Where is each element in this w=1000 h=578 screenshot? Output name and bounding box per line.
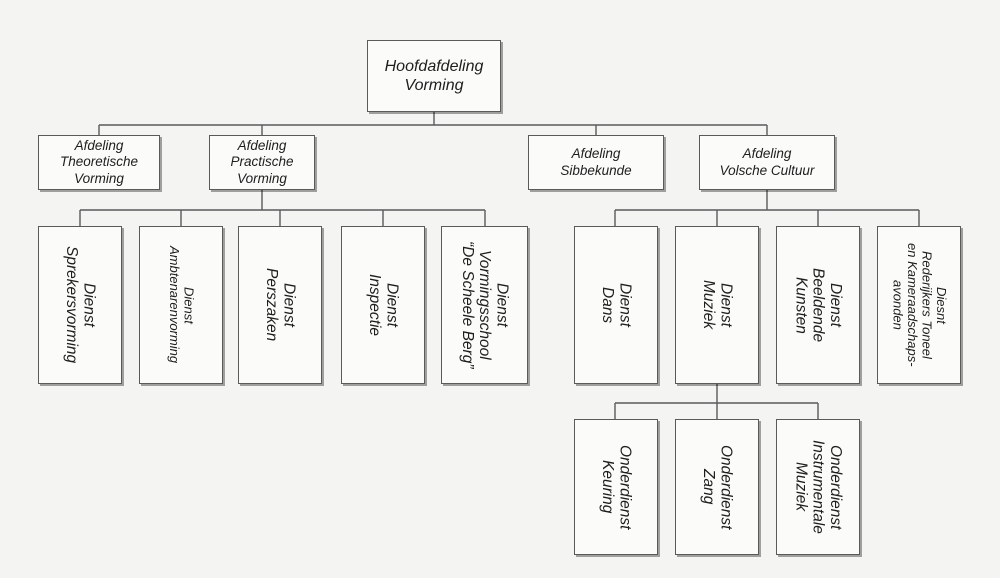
- box-hoofdafdeling-vorming: Hoofdafdeling Vorming: [367, 40, 501, 112]
- service-vormingsschool-line-2: Vormingsschool: [476, 250, 494, 360]
- service-vormingsschool-line-1: Dienst: [493, 283, 511, 327]
- service-rederijkers-line-2: Rederijkers Toneel: [919, 251, 935, 359]
- box-onderdienst-keuring: Onderdienst Keuring: [574, 419, 658, 555]
- box-dienst-inspectie: Dienst Inspectie: [341, 226, 425, 384]
- subservice-instrumentale-line-2: Instrumentale: [809, 440, 827, 534]
- box-onderdienst-instrumentale-muziek: Onderdienst Instrumentale Muziek: [776, 419, 860, 555]
- service-sprekersvorming-line-2: Sprekersvorming: [63, 246, 80, 364]
- dept-sibbekunde-line-1: Afdeling: [571, 146, 621, 162]
- dept-volsche-line-1: Afdeling: [742, 146, 792, 162]
- dept-practische-line-1: Afdeling: [237, 138, 287, 154]
- service-ambtenarenvorming-line-2: Ambtenarenvorming: [167, 246, 182, 364]
- box-dienst-beeldende-kunsten: Dienst Beeldende Kunsten: [776, 226, 860, 384]
- box-dienst-rederijkers-toneel: Diesnt Rederijkers Toneel en Kameraadsch…: [877, 226, 961, 384]
- service-perszaken-line-2: Perszaken: [263, 268, 280, 342]
- service-muziek-line-2: Muziek: [700, 280, 717, 330]
- root-label-line-2: Vorming: [404, 77, 464, 94]
- service-rederijkers-line-3: en Kameraadschaps-: [905, 243, 920, 367]
- service-dans-line-2: Dans: [599, 286, 616, 324]
- box-dienst-vormingsschool: Dienst Vormingsschool “De Scheele Berg”: [441, 226, 528, 384]
- root-label-line-1: Hoofdafdeling: [384, 57, 484, 75]
- service-inspectie-line-2: Inspectie: [366, 273, 383, 337]
- box-dienst-dans: Dienst Dans: [574, 226, 658, 384]
- service-beeldende-line-3: Kunsten: [792, 276, 810, 334]
- box-afdeling-practische-vorming: Afdeling Practische Vorming: [209, 135, 315, 190]
- box-afdeling-theoretische-vorming: Afdeling Theoretische Vorming: [38, 135, 160, 190]
- box-afdeling-volsche-cultuur: Afdeling Volsche Cultuur: [699, 135, 835, 190]
- box-dienst-muziek: Dienst Muziek: [675, 226, 759, 384]
- dept-practische-line-3: Vorming: [237, 170, 287, 186]
- dept-theoretische-line-3: Vorming: [74, 170, 124, 186]
- dept-theoretische-line-2: Theoretische: [59, 154, 139, 170]
- box-dienst-sprekersvorming: Dienst Sprekersvorming: [38, 226, 122, 384]
- service-muziek-line-1: Dienst: [717, 283, 735, 327]
- box-dienst-perszaken: Dienst Perszaken: [238, 226, 322, 384]
- box-dienst-ambtenarenvorming: Dienst Ambtenarenvorming: [139, 226, 223, 384]
- service-beeldende-line-1: Dienst: [827, 283, 845, 327]
- subservice-instrumentale-line-3: Muziek: [792, 462, 810, 512]
- service-vormingsschool-line-3: “De Scheele Berg”: [458, 241, 476, 369]
- dept-volsche-line-2: Volsche Cultuur: [719, 162, 815, 178]
- box-onderdienst-zang: Onderdienst Zang: [675, 419, 759, 555]
- subservice-instrumentale-line-1: Onderdienst: [827, 444, 845, 530]
- service-inspectie-line-1: Dienst: [383, 283, 401, 327]
- dept-theoretische-line-1: Afdeling: [74, 138, 124, 154]
- dept-practische-line-2: Practische: [230, 154, 294, 170]
- box-afdeling-sibbekunde: Afdeling Sibbekunde: [528, 135, 664, 190]
- subservice-keuring-line-2: Keuring: [599, 460, 616, 514]
- service-ambtenarenvorming-line-1: Dienst: [181, 286, 197, 324]
- subservice-zang-line-2: Zang: [700, 469, 717, 505]
- subservice-keuring-line-1: Onderdienst: [616, 444, 634, 530]
- service-rederijkers-line-1: Diesnt: [934, 286, 950, 324]
- service-perszaken-line-1: Dienst: [280, 283, 298, 327]
- service-dans-line-1: Dienst: [616, 283, 634, 327]
- service-rederijkers-line-4: avonden: [890, 280, 906, 330]
- service-beeldende-line-2: Beeldende: [809, 267, 827, 343]
- dept-sibbekunde-line-2: Sibbekunde: [560, 162, 632, 178]
- service-sprekersvorming-line-1: Dienst: [80, 283, 98, 327]
- subservice-zang-line-1: Onderdienst: [717, 444, 735, 530]
